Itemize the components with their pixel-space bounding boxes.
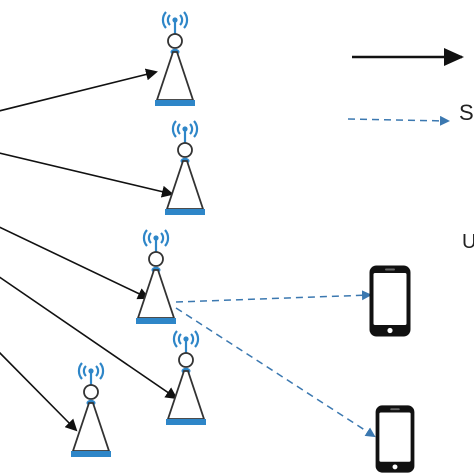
solid-link bbox=[0, 276, 178, 400]
solid-link bbox=[0, 68, 158, 112]
side-label: U bbox=[462, 231, 474, 253]
smartphone-icon bbox=[375, 405, 415, 473]
legend-dashed-line bbox=[347, 115, 450, 126]
cell-tower-icon bbox=[153, 10, 197, 108]
dashed-link bbox=[175, 290, 372, 303]
cell-tower-icon bbox=[134, 228, 178, 326]
solid-link bbox=[0, 152, 174, 198]
legend-dashed-label: S bbox=[459, 100, 474, 125]
solid-link bbox=[0, 226, 150, 300]
cell-tower-icon bbox=[164, 329, 208, 427]
solid-link bbox=[0, 351, 78, 432]
dashed-link bbox=[175, 307, 376, 438]
cell-tower-icon bbox=[163, 119, 207, 217]
smartphone-icon bbox=[369, 265, 411, 337]
cell-tower-icon bbox=[69, 361, 113, 459]
